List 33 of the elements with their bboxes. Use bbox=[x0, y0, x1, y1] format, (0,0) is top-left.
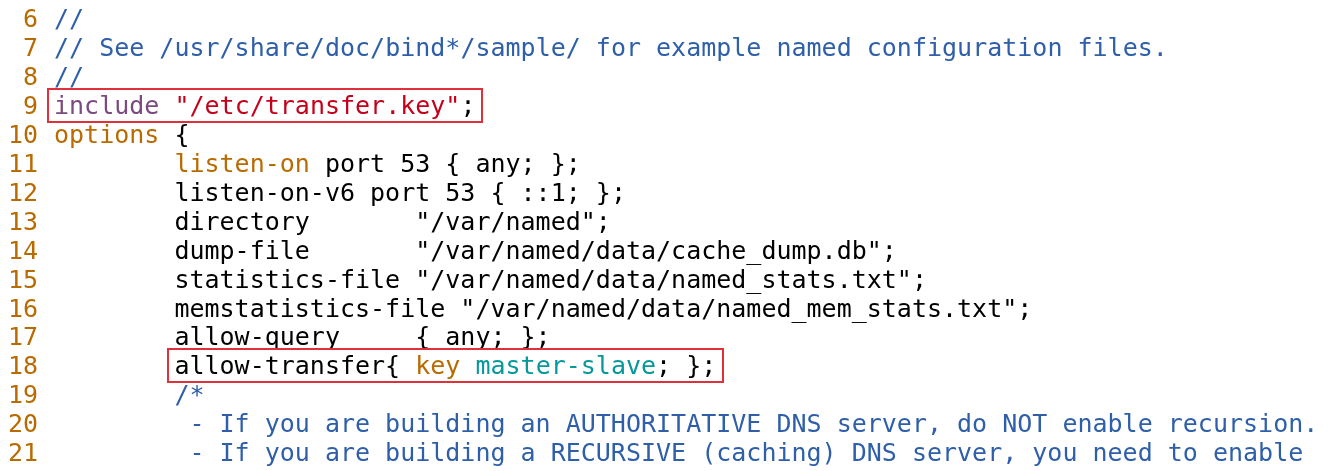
line-number: 16 bbox=[6, 293, 38, 323]
code-line: directory "/var/named"; bbox=[174, 206, 611, 236]
line-number: 19 bbox=[6, 380, 38, 410]
code-line: - If you are building an AUTHORITATIVE DNS server, do NOT enable recursion. bbox=[189, 409, 1319, 439]
line-number: 18 bbox=[6, 351, 38, 381]
highlight-box bbox=[167, 348, 725, 384]
code-line: memstatistics-file "/var/named/data/named_mem_stats.txt"; bbox=[174, 293, 1033, 323]
line-number: 20 bbox=[6, 409, 38, 439]
line-number: 9 bbox=[21, 90, 38, 120]
code-line: dump-file "/var/named/data/cache_dump.db"; bbox=[174, 235, 897, 265]
code-line: statistics-file "/var/named/data/named_stats.txt"; bbox=[174, 264, 927, 294]
line-number: 17 bbox=[6, 322, 38, 352]
code-line: listen-on port 53 { any; }; bbox=[174, 148, 581, 178]
line-number: 15 bbox=[6, 264, 38, 294]
code-line: // bbox=[54, 61, 85, 91]
line-number: 21 bbox=[6, 438, 38, 468]
line-number: 12 bbox=[6, 177, 38, 207]
code-line: listen-on-v6 port 53 { ::1; }; bbox=[174, 177, 626, 207]
line-number: 8 bbox=[21, 61, 38, 91]
code-line: // See /usr/share/doc/bind*/sample/ for example named configuration files. bbox=[54, 32, 1168, 62]
line-number: 7 bbox=[21, 32, 38, 62]
line-number: 13 bbox=[6, 206, 38, 236]
line-number: 14 bbox=[6, 235, 38, 265]
highlight-box bbox=[47, 87, 484, 123]
code-line: // bbox=[54, 4, 85, 33]
line-number: 6 bbox=[21, 4, 38, 33]
line-number: 11 bbox=[6, 148, 38, 178]
code-line: - If you are building a RECURSIVE (caching) DNS server, you need to enable bbox=[189, 438, 1304, 468]
code-line: /* bbox=[174, 380, 205, 410]
code-line: include "/etc/transfer.key"; bbox=[54, 90, 476, 120]
code-line: options { bbox=[54, 119, 190, 149]
line-number: 10 bbox=[6, 119, 38, 149]
code-line: allow-transfer{ key master-slave; }; bbox=[174, 351, 717, 381]
